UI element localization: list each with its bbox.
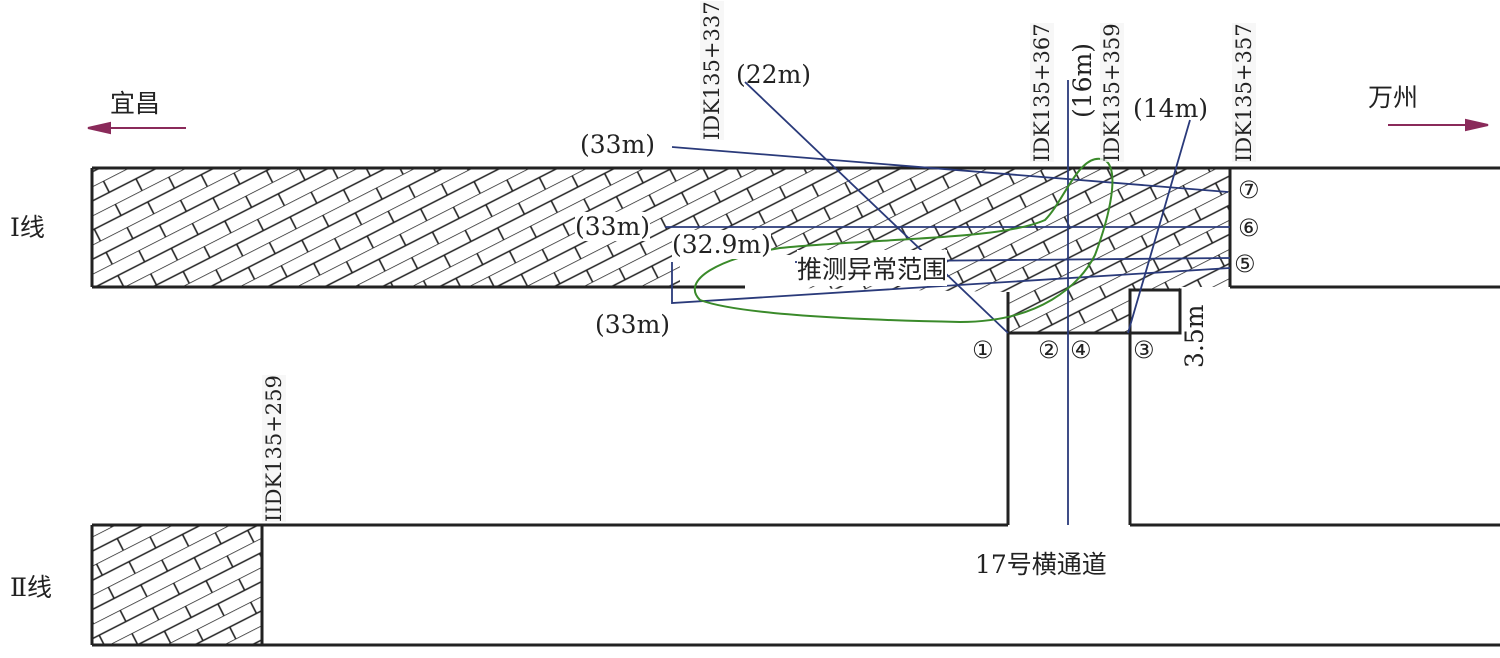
station-259: IIDK135+259 bbox=[262, 375, 286, 522]
anomaly-range-label: 推测异常范围 bbox=[797, 250, 948, 286]
line1-label: Ⅰ线 bbox=[10, 208, 45, 244]
station-337: IDK135+337 bbox=[700, 1, 724, 140]
direction-yichang: 宜昌 bbox=[110, 84, 161, 120]
distance-32-9m: (32.9m) bbox=[672, 230, 771, 259]
point-6: ⑥ bbox=[1238, 214, 1260, 242]
direction-wanzhou: 万州 bbox=[1368, 78, 1419, 114]
point-5: ⑤ bbox=[1234, 250, 1256, 278]
hatched-rock-line1 bbox=[92, 168, 1230, 333]
point-4: ④ bbox=[1070, 336, 1092, 364]
survey-lines bbox=[665, 80, 1231, 525]
width-3-5m: 3.5m bbox=[1180, 304, 1209, 368]
distance-22m: (22m) bbox=[736, 60, 812, 89]
point-2: ② bbox=[1038, 336, 1060, 364]
arrow-right-icon bbox=[1388, 118, 1489, 132]
distance-16m: (16m) bbox=[1068, 42, 1097, 118]
distance-33m-bottom: (33m) bbox=[595, 310, 671, 339]
distance-14m: (14m) bbox=[1133, 94, 1209, 123]
station-357: IDK135+357 bbox=[1232, 23, 1256, 162]
distance-33m-top: (33m) bbox=[580, 130, 656, 159]
point-1: ① bbox=[972, 336, 994, 364]
hatched-rock-line2 bbox=[92, 525, 262, 645]
point-7: ⑦ bbox=[1238, 176, 1260, 204]
anomaly-zone-outline bbox=[693, 157, 1114, 324]
point-3: ③ bbox=[1133, 336, 1155, 364]
station-367: IDK135+367 bbox=[1030, 23, 1054, 162]
arrow-left-icon bbox=[87, 121, 186, 135]
tunnel-walls bbox=[90, 166, 1500, 647]
line2-label: Ⅱ线 bbox=[10, 568, 52, 604]
distance-33m-mid: (33m) bbox=[575, 212, 651, 241]
cross-passage-17-label: 17号横通道 bbox=[975, 545, 1107, 581]
station-359: IDK135+359 bbox=[1100, 23, 1124, 162]
